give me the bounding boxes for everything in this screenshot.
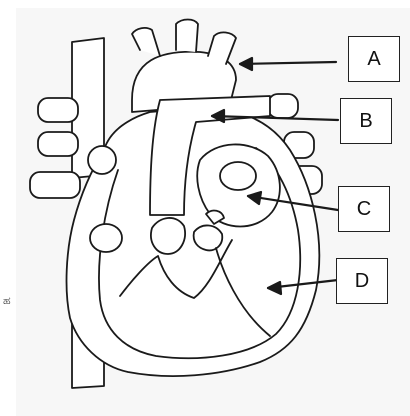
vena-cava-opening <box>88 146 116 174</box>
aortic-valve <box>151 218 185 254</box>
label-box-b: B <box>340 98 392 144</box>
label-b-text: B <box>359 110 372 133</box>
label-box-d: D <box>336 258 388 304</box>
pulmonary-vein-left-2 <box>38 132 78 156</box>
pulmonary-vein-right-1 <box>268 94 298 118</box>
mitral-valve <box>194 225 223 250</box>
label-box-c: C <box>338 186 390 232</box>
artery-branch-1 <box>132 28 160 56</box>
right-atrium-opening <box>90 224 122 252</box>
artery-branch-2 <box>176 20 198 53</box>
pulmonary-opening <box>220 162 256 190</box>
label-a-text: A <box>367 48 380 71</box>
pulmonary-vein-left-3 <box>30 172 80 198</box>
pulmonary-vein-left-1 <box>38 98 78 122</box>
label-box-a: A <box>348 36 400 82</box>
label-c-text: C <box>357 198 371 221</box>
margin-mark: ಹ <box>3 294 11 308</box>
label-d-text: D <box>355 270 369 293</box>
